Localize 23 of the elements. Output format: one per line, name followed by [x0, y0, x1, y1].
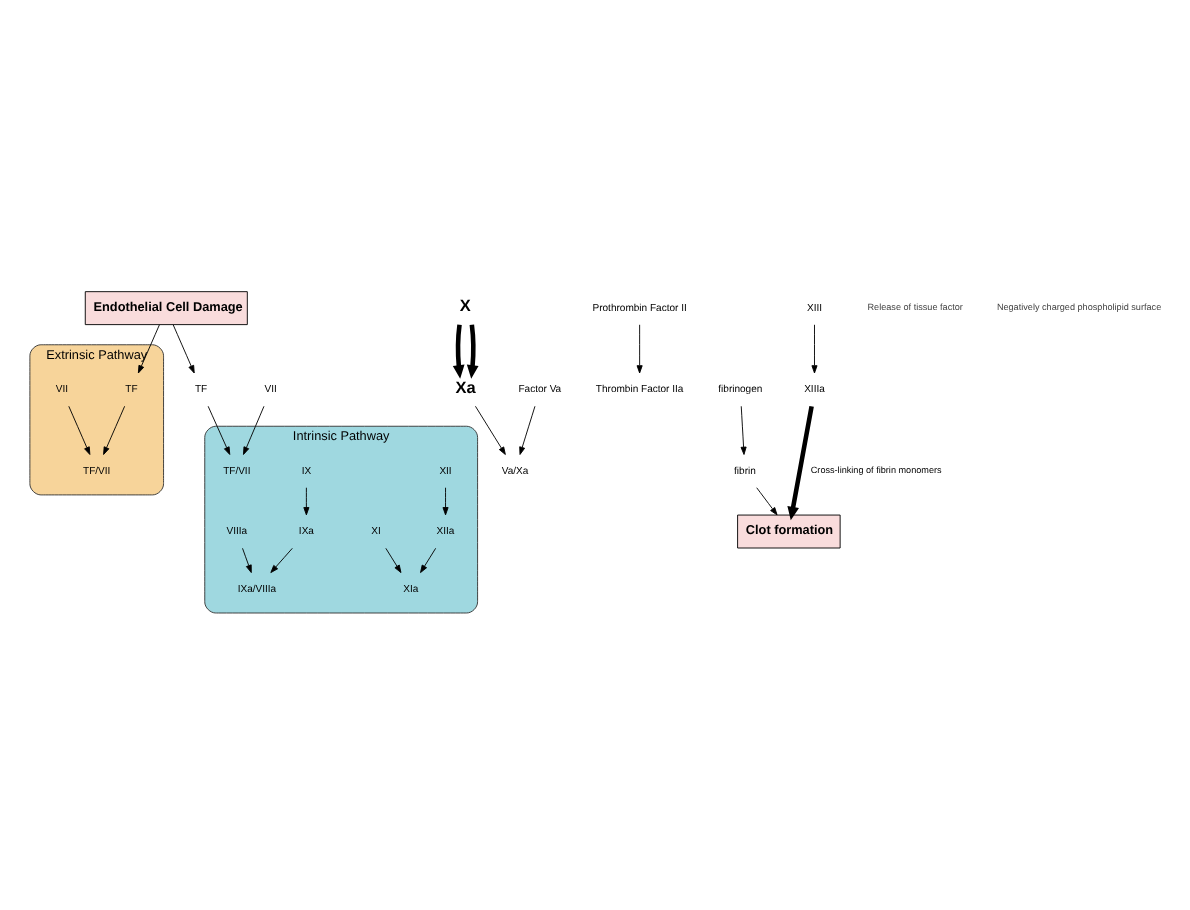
- node-text: X: [459, 296, 471, 315]
- arrow: [466, 323, 479, 378]
- arrow: [303, 486, 310, 515]
- arrow: [442, 486, 449, 515]
- arrow: [452, 323, 465, 378]
- arrow: [756, 486, 778, 515]
- arrow: [137, 323, 160, 373]
- arrow: [172, 323, 195, 373]
- arrow: [242, 546, 252, 573]
- arrow: [740, 404, 747, 454]
- arrow: [385, 546, 402, 573]
- arrow: [270, 546, 293, 573]
- arrow: [207, 404, 231, 454]
- arrow: [787, 404, 814, 520]
- arrow: [519, 404, 536, 454]
- arrow: [243, 404, 265, 454]
- arrow: [475, 404, 506, 454]
- arrow: [811, 323, 818, 373]
- arrow: [636, 323, 643, 373]
- arrow: [103, 404, 126, 454]
- arrow: [420, 546, 437, 573]
- node-text: Xa: [455, 377, 476, 396]
- arrow: [68, 404, 91, 454]
